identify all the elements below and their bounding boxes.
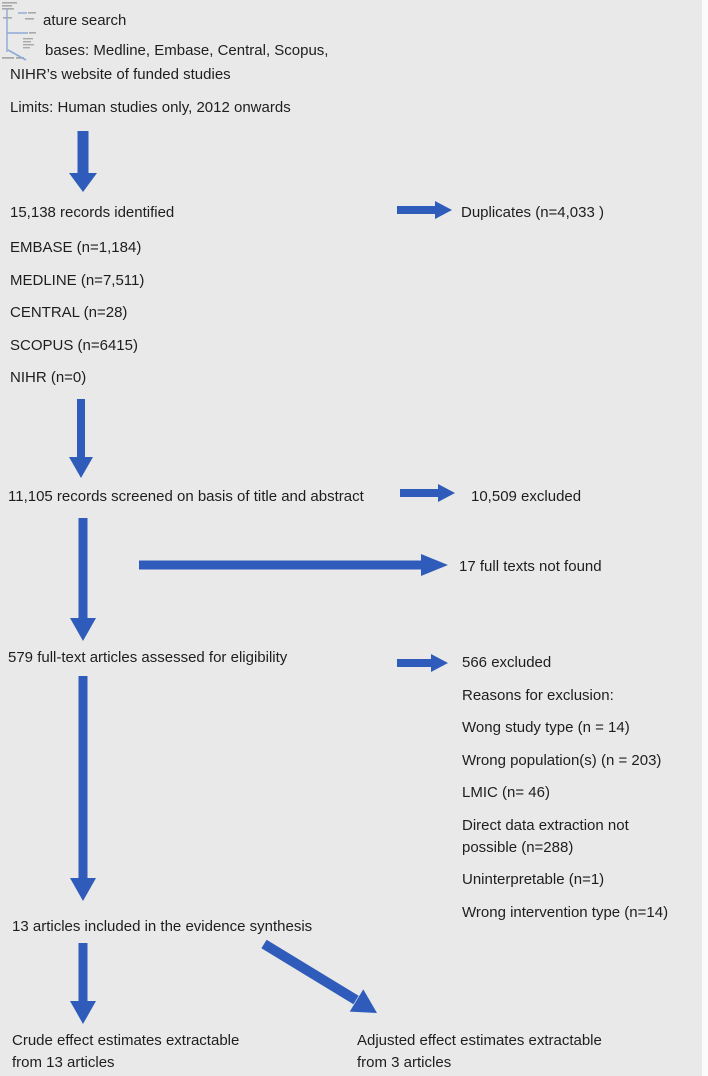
source-item: NIHR (n=0): [10, 369, 87, 386]
arrow-down-to-included: [70, 676, 96, 901]
duplicates-label: Duplicates (n=4,033 ): [461, 204, 604, 221]
records-identified-title: 15,138 records identified: [10, 204, 175, 221]
included-label: 13 articles included in the evidence syn…: [12, 918, 313, 935]
databases-line: bases: Medline, Embase, Central, Scopus,: [45, 42, 329, 59]
right-edge-strip: [702, 0, 708, 1076]
eligibility-assessed-label: 579 full-text articles assessed for elig…: [8, 649, 288, 666]
crude-estimates-block: Crude effect estimates extractable from …: [12, 1030, 304, 1074]
exclusion-reason: Wrong population(s) (n = 203): [462, 751, 662, 769]
not-found-label: 17 full texts not found: [459, 558, 602, 575]
arrow-right-eligibility-excluded: [397, 654, 448, 672]
arrow-down-to-eligibility: [70, 518, 96, 641]
source-item: EMBASE (n=1,184): [10, 239, 142, 256]
arrow-diagonal-to-adjusted: [261, 939, 377, 1013]
exclusion-reason: Uninterpretable (n=1): [462, 871, 605, 888]
exclusion-reasons-label: Reasons for exclusion:: [462, 686, 614, 704]
arrow-right-screened-excluded: [400, 484, 455, 502]
crude-line-1: Crude effect estimates extractable: [12, 1032, 240, 1049]
exclusion-reason: LMIC (n= 46): [462, 784, 550, 801]
arrow-down-to-screened: [69, 399, 93, 478]
arrow-right-duplicates: [397, 201, 452, 219]
source-item: MEDLINE (n=7,511): [10, 271, 145, 289]
search-title-partial: ature search: [43, 12, 127, 29]
databases-line-2: NIHR’s website of funded studies: [10, 66, 231, 83]
screened-excluded-label: 10,509 excluded: [471, 488, 582, 505]
limits-line: Limits: Human studies only, 2012 onwards: [10, 99, 291, 116]
adjusted-line-1: Adjusted effect estimates extractable: [357, 1032, 602, 1049]
exclusion-reason: Wong study type (n = 14): [462, 719, 630, 736]
arrow-right-not-found: [139, 554, 448, 576]
records-identified-sources: EMBASE (n=1,184) MEDLINE (n=7,511) CENTR…: [10, 237, 144, 400]
records-screened-label: 11,105 records screened on basis of titl…: [8, 488, 364, 505]
source-item: SCOPUS (n=6415): [10, 336, 138, 354]
exclusion-reason: Wrong intervention type (n=14): [462, 903, 669, 921]
arrow-down-to-identified: [69, 131, 97, 192]
source-item: CENTRAL (n=28): [10, 304, 128, 321]
exclusion-panel: 566 excluded Reasons for exclusion: Wong…: [462, 652, 687, 934]
adjusted-line-2: from 3 articles: [357, 1054, 452, 1071]
corner-artifact: [2, 2, 36, 61]
crude-line-2: from 13 articles: [12, 1054, 115, 1071]
arrow-down-to-crude: [70, 943, 96, 1024]
exclusion-reason: Direct data extraction not possible (n=2…: [462, 816, 629, 856]
excluded-count: 566 excluded: [462, 654, 552, 671]
adjusted-estimates-block: Adjusted effect estimates extractable fr…: [357, 1030, 649, 1074]
